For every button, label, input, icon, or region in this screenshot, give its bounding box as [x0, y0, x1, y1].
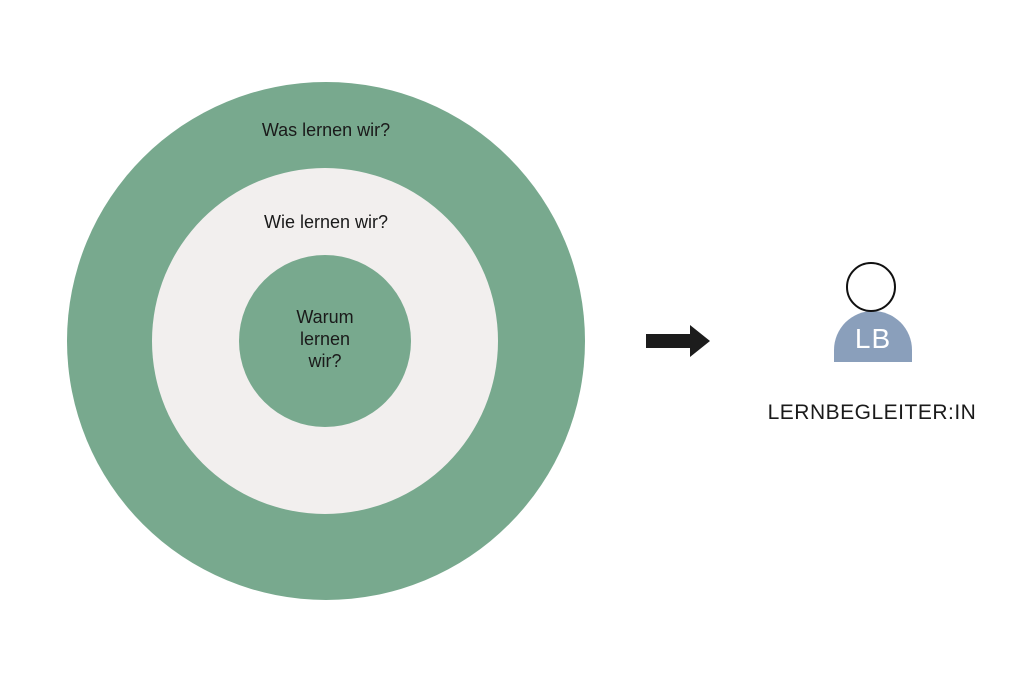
inner-circle-label-line-2: lernen: [299, 329, 351, 349]
role-label: LERNBEGLEITER:IN: [767, 401, 977, 424]
person-icon: LB: [832, 262, 914, 364]
outer-circle-label: Was lernen wir?: [261, 120, 391, 140]
person-initials: LB: [854, 323, 892, 354]
inner-circle-label-line-3: wir?: [308, 351, 342, 371]
middle-circle-label: Wie lernen wir?: [263, 212, 389, 232]
inner-circle-label-line-1: Warum: [296, 307, 354, 327]
right-arrow-shape: [646, 325, 710, 357]
person-head: [846, 262, 896, 312]
inner-circle: [239, 255, 411, 427]
right-arrow-icon: [646, 325, 710, 357]
inner-circle-label: Warum lernen wir?: [265, 306, 385, 372]
